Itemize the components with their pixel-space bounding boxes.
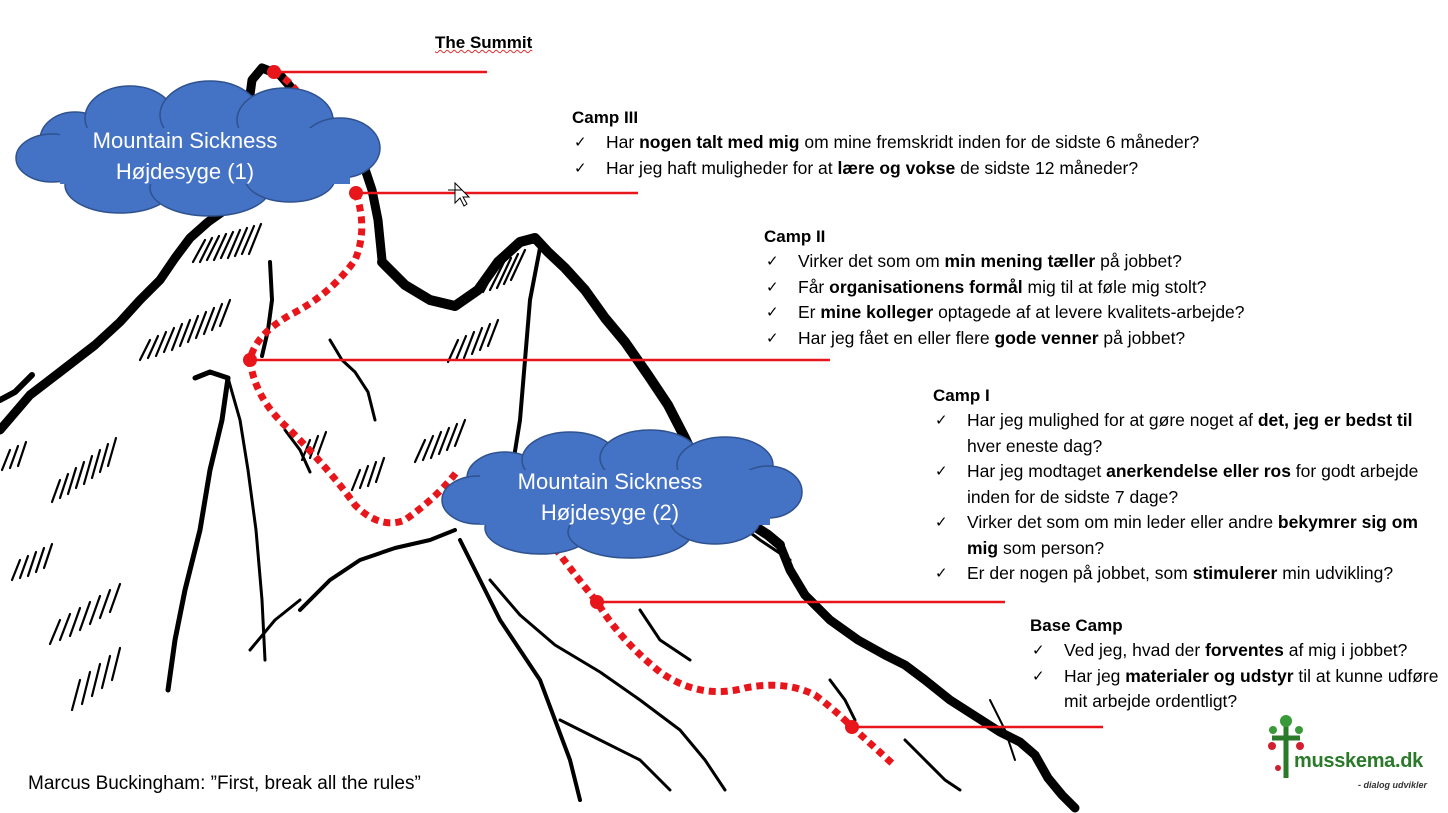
camp-question: ✓ Har jeg materialer og udstyr til at kun… bbox=[1030, 664, 1445, 715]
question-emphasis: min mening tæller bbox=[944, 251, 1096, 271]
question-text: på jobbet? bbox=[1098, 327, 1186, 348]
question-emphasis: materialer og udstyr bbox=[1125, 665, 1294, 686]
checkmark-icon: ✓ bbox=[1032, 666, 1045, 685]
logo-tagline: - dialog udvikler bbox=[1358, 780, 1428, 790]
camp-question: ✓ Ved jeg, hvad der forventes af mig i jo… bbox=[1030, 638, 1445, 664]
question-text: Har bbox=[606, 132, 640, 152]
question-text: Ved jeg, hvad der bbox=[1064, 640, 1206, 660]
cloud-2 bbox=[441, 429, 803, 559]
checkmark-icon: ✓ bbox=[935, 564, 948, 582]
checkmark-icon: ✓ bbox=[574, 158, 587, 177]
camp-title: Camp I bbox=[933, 386, 990, 405]
camp-i-block: Camp I ✓ Har jeg mulighed for at gøre noge… bbox=[933, 384, 1443, 587]
camp-ii-block: Camp II ✓ Virker det som om min mening tæl… bbox=[764, 225, 1324, 351]
question-text: for godt arbejde inden for de sidste 7 d… bbox=[967, 461, 1419, 507]
question-emphasis: mine kolleger bbox=[820, 302, 934, 322]
camp-question: ✓ Er mine kolleger optagede af at levere … bbox=[764, 300, 1324, 326]
cloud-2-line1: Mountain Sickness bbox=[517, 469, 703, 494]
logo-name: musskema.dk bbox=[1294, 750, 1423, 772]
cloud-2-line2: Højdesyge (2) bbox=[540, 500, 680, 525]
cloud-1 bbox=[15, 80, 381, 217]
question-text: min udvikling? bbox=[1277, 563, 1394, 583]
question-text: om mine fremskridt inden for de sidste 6… bbox=[799, 132, 1200, 152]
source-quote: Marcus Buckingham: ”First, break all the… bbox=[28, 773, 421, 794]
cloud-1-text: Mountain Sickness Højdesyge (1) bbox=[30, 125, 340, 187]
checkmark-icon: ✓ bbox=[935, 462, 948, 480]
question-text: som person? bbox=[998, 537, 1105, 558]
question-text: optagede af at levere kvalitets-arbejde? bbox=[933, 302, 1245, 322]
summit-dot bbox=[267, 65, 281, 79]
summit-label: The Summit bbox=[435, 33, 533, 52]
question-text: Virker det som om min leder eller andre bbox=[967, 512, 1278, 532]
checkmark-icon: ✓ bbox=[766, 277, 779, 296]
base-camp-block: Base Camp ✓ Ved jeg, hvad der forventes af… bbox=[1030, 614, 1445, 715]
mountain-hatching bbox=[0, 222, 527, 712]
camp-question: ✓ Virker det som om min mening tæller på … bbox=[764, 249, 1324, 275]
camp-question: ✓ Får organisationens formål mig til at f… bbox=[764, 275, 1324, 301]
base-camp-dot bbox=[845, 720, 859, 734]
question-emphasis: bekymrer sig om mig bbox=[967, 512, 1418, 558]
question-text: Har jeg haft muligheder for at bbox=[606, 157, 838, 178]
question-text: på jobbet? bbox=[1095, 251, 1182, 271]
camp-question-list: ✓ Har jeg mulighed for at gøre noget af d… bbox=[933, 408, 1443, 587]
question-emphasis: organisationens formål bbox=[829, 276, 1023, 297]
cloud-1-line1: Mountain Sickness bbox=[92, 128, 278, 153]
checkmark-icon: ✓ bbox=[766, 252, 779, 270]
question-emphasis: anerkendelse eller ros bbox=[1106, 461, 1291, 481]
question-text: Virker det som om bbox=[798, 251, 945, 271]
question-text: Får bbox=[798, 276, 830, 297]
checkmark-icon: ✓ bbox=[1032, 641, 1045, 659]
question-emphasis: det, jeg er bedst til bbox=[1257, 410, 1413, 430]
camp-title: Camp II bbox=[764, 227, 826, 246]
question-text: af mig i jobbet? bbox=[1283, 640, 1408, 660]
checkmark-icon: ✓ bbox=[935, 513, 948, 531]
question-text: til at kunne udføre mit arbejde ordentli… bbox=[1064, 665, 1439, 712]
camp-iii-dot bbox=[349, 186, 363, 200]
question-text: Er der nogen på jobbet, som bbox=[967, 563, 1193, 583]
camp-i-dot bbox=[590, 595, 604, 609]
move-cursor-icon bbox=[448, 181, 471, 207]
question-emphasis: lære og vokse bbox=[837, 157, 956, 178]
checkmark-icon: ✓ bbox=[935, 411, 948, 429]
camp-question: ✓ Har nogen talt med mig om mine fremskri… bbox=[572, 130, 1292, 156]
question-text: hver eneste dag? bbox=[967, 435, 1103, 456]
camp-title: Base Camp bbox=[1030, 616, 1123, 635]
mountain-outline bbox=[0, 63, 1080, 813]
question-text: Er bbox=[798, 302, 821, 322]
question-emphasis: stimulerer bbox=[1192, 563, 1278, 583]
camp-question: ✓ Har jeg haft muligheder for at lære og … bbox=[572, 156, 1292, 182]
camp-question: ✓ Har jeg modtaget anerkendelse eller ros… bbox=[933, 459, 1443, 510]
camp-question-list: ✓ Har nogen talt med mig om mine fremskri… bbox=[572, 130, 1292, 181]
camp-question: ✓Er der nogen på jobbet, som stimulerer … bbox=[933, 561, 1443, 587]
camp-dots bbox=[243, 65, 859, 734]
question-text: mig til at føle mig stolt? bbox=[1022, 276, 1207, 297]
musskema-logo: musskema.dk - dialog udvikler bbox=[1262, 712, 1442, 798]
camp-question: ✓ Har jeg mulighed for at gøre noget af d… bbox=[933, 408, 1443, 459]
question-text: Har jeg mulighed for at gøre noget af bbox=[967, 410, 1258, 430]
tree-person-icon bbox=[1268, 715, 1304, 778]
question-text: Har jeg fået en eller flere bbox=[798, 327, 995, 348]
checkmark-icon: ✓ bbox=[766, 328, 779, 347]
question-text: Har jeg modtaget bbox=[967, 461, 1107, 481]
camp-question: ✓ Virker det som om min leder eller andre… bbox=[933, 510, 1443, 561]
camp-question-list: ✓ Virker det som om min mening tæller på … bbox=[764, 249, 1324, 351]
camp-question-list: ✓ Ved jeg, hvad der forventes af mig i jo… bbox=[1030, 638, 1445, 715]
question-text: de sidste 12 måneder? bbox=[955, 157, 1139, 178]
camp-title: Camp III bbox=[572, 108, 639, 127]
cloud-1-line2: Højdesyge (1) bbox=[115, 159, 255, 184]
question-emphasis: forventes bbox=[1205, 640, 1284, 660]
question-text: Har jeg bbox=[1064, 665, 1126, 686]
cloud-2-text: Mountain Sickness Højdesyge (2) bbox=[460, 466, 760, 528]
camp-question: ✓ Har jeg fået en eller flere gode venner… bbox=[764, 326, 1324, 352]
question-emphasis: gode venner bbox=[994, 327, 1099, 348]
camp-lines bbox=[250, 70, 1103, 729]
camp-ii-dot bbox=[243, 353, 257, 367]
camp-iii-block: Camp III ✓ Har nogen talt med mig om mine … bbox=[572, 106, 1292, 181]
checkmark-icon: ✓ bbox=[766, 303, 779, 321]
question-emphasis: nogen talt med mig bbox=[639, 132, 800, 152]
checkmark-icon: ✓ bbox=[574, 133, 587, 151]
